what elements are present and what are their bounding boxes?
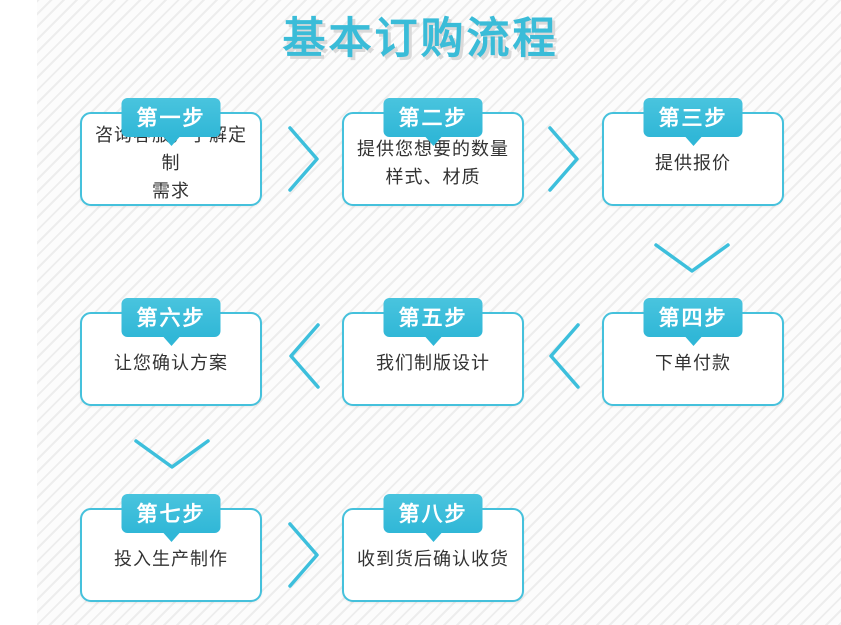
step-text: 收到货后确认收货: [357, 549, 509, 570]
step-box-1: 第一步 咨询客服，了解定制 需求: [80, 98, 262, 206]
step-box-5: 第五步 我们制版设计: [342, 298, 524, 406]
step-box-6: 第六步 让您确认方案: [80, 298, 262, 406]
arrow-left-icon: [288, 323, 320, 389]
step-text: 提供报价: [655, 153, 731, 174]
step-box-8: 第八步 收到货后确认收货: [342, 494, 524, 602]
step-badge: 第一步: [121, 98, 221, 137]
step-badge: 第五步: [383, 298, 483, 337]
step-text: 下单付款: [655, 353, 731, 374]
step-text: 提供您想要的数量 样式、材质: [357, 139, 509, 187]
page-title: 基本订购流程: [282, 15, 559, 63]
arrow-right-icon: [288, 522, 320, 588]
arrow-down-icon: [134, 439, 210, 470]
step-badge: 第六步: [121, 298, 221, 337]
step-badge: 第四步: [643, 298, 743, 337]
arrow-right-icon: [288, 126, 320, 192]
step-badge: 第三步: [643, 98, 743, 137]
step-box-3: 第三步 提供报价: [602, 98, 784, 206]
step-badge: 第八步: [383, 494, 483, 533]
step-text: 让您确认方案: [114, 353, 228, 374]
arrow-left-icon: [548, 323, 580, 389]
step-box-2: 第二步 提供您想要的数量 样式、材质: [342, 98, 524, 206]
arrow-down-icon: [654, 243, 730, 274]
step-box-4: 第四步 下单付款: [602, 298, 784, 406]
step-text: 投入生产制作: [114, 549, 228, 570]
step-badge: 第七步: [121, 494, 221, 533]
step-box-7: 第七步 投入生产制作: [80, 494, 262, 602]
arrow-right-icon: [548, 126, 580, 192]
step-badge: 第二步: [383, 98, 483, 137]
step-text: 我们制版设计: [376, 353, 490, 374]
